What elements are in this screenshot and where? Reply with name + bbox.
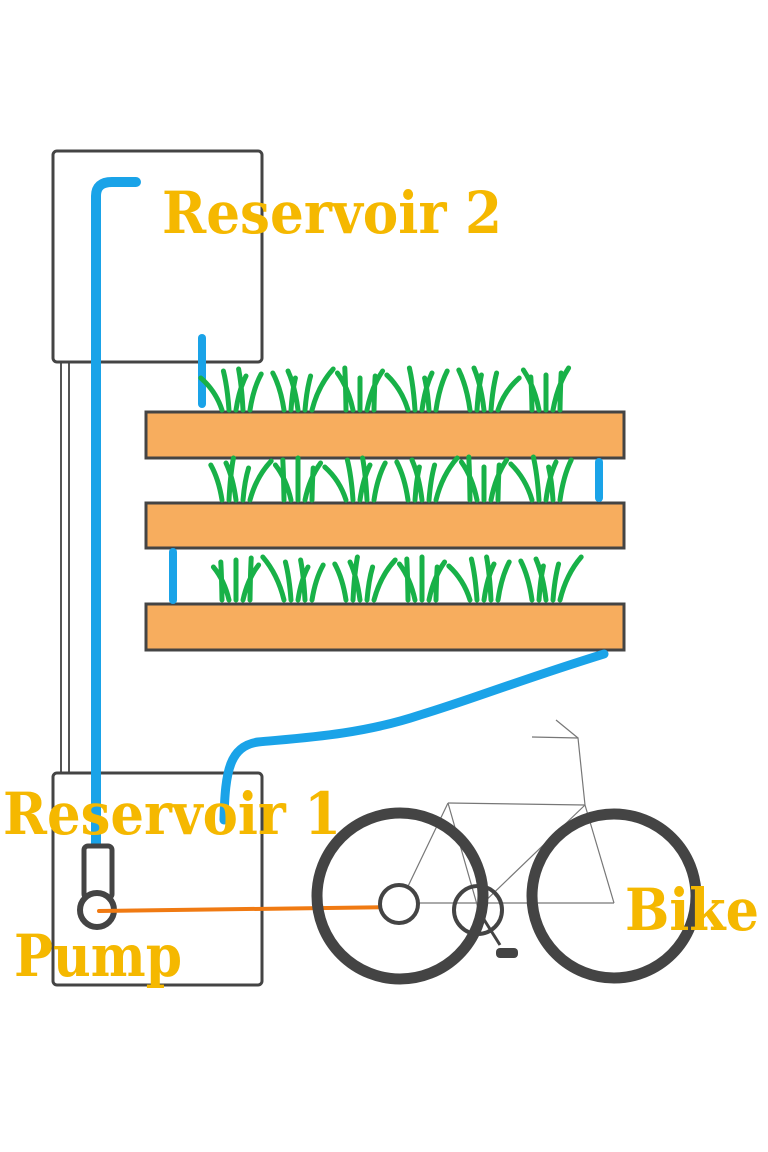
reservoir-1-label: Reservoir 1 [3, 780, 341, 848]
plant-icon [208, 455, 274, 503]
plant-icon [334, 365, 386, 413]
plant-icon [272, 455, 324, 503]
plant-icon [210, 555, 262, 603]
plant-icon [520, 365, 572, 413]
pump-label: Pump [14, 922, 182, 990]
reservoir-2-box [51, 149, 264, 364]
riser-pipe [91, 177, 141, 865]
reservoir-2-label: Reservoir 2 [162, 179, 502, 247]
plant-icon [332, 554, 398, 603]
plant-icon [456, 365, 522, 413]
plant-icon [394, 455, 460, 503]
planter-tier-3 [144, 602, 626, 652]
bike-label: Bike [625, 876, 759, 944]
reservoir-1-box [51, 771, 264, 987]
bike-front-wheel [526, 808, 702, 984]
bike-rear-wheel [311, 807, 489, 985]
plant-icon [260, 554, 326, 603]
plant-icon [508, 454, 574, 503]
plant-icon [446, 554, 512, 603]
planter-tier-2 [144, 501, 626, 550]
plant-icon [396, 554, 448, 603]
return-pipe [219, 649, 609, 825]
plant-icon [384, 365, 450, 413]
plant-icon [198, 366, 264, 413]
drive-belt [97, 905, 402, 913]
bike-icon [311, 719, 702, 985]
plant-icon [270, 366, 336, 413]
plant-icon [518, 554, 584, 603]
plant-icon [458, 454, 510, 503]
pump-icon [77, 843, 117, 930]
plant-icon [322, 455, 388, 503]
planter-tier-1 [144, 410, 626, 460]
plants-group [198, 365, 584, 603]
